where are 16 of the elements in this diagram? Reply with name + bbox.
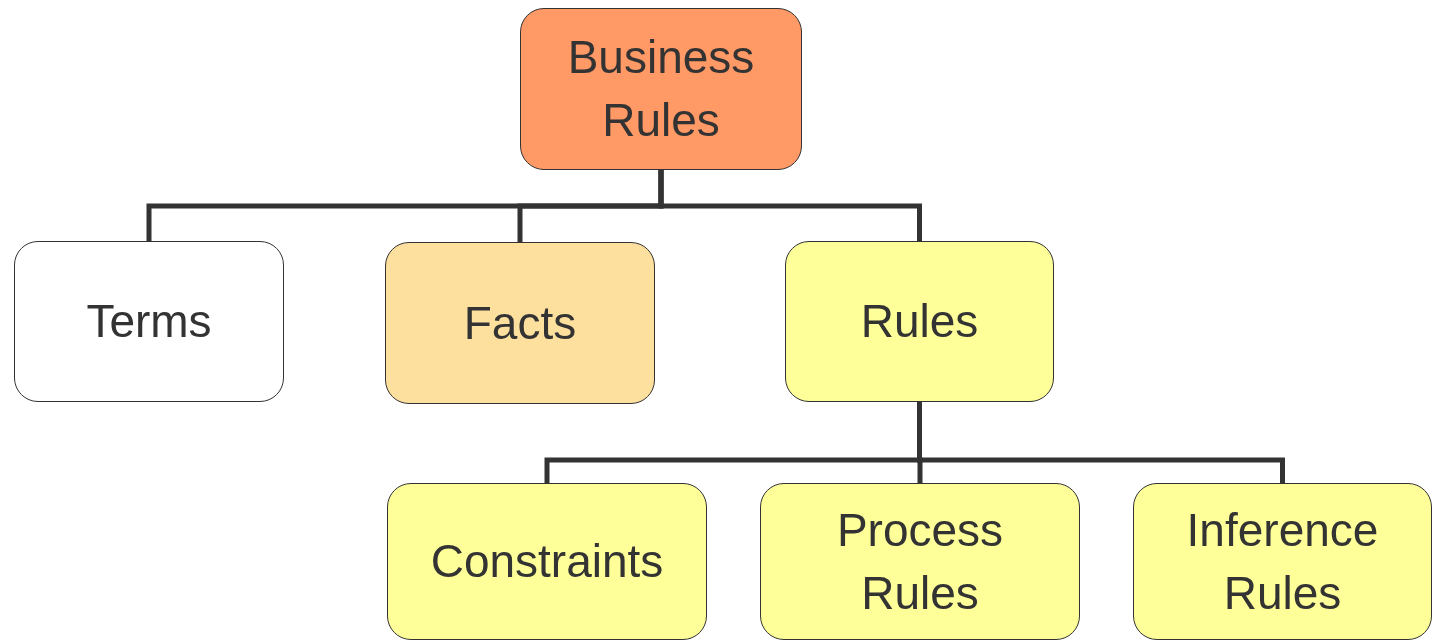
root-box (520, 8, 802, 170)
category-box (14, 241, 284, 402)
category-box (385, 242, 655, 404)
node-label: Inference Rules (1185, 502, 1380, 621)
category-box (1133, 483, 1432, 640)
node-label: Facts (463, 295, 577, 351)
node-label: Process Rules (835, 502, 1005, 621)
category-box (387, 483, 707, 640)
category-box (785, 241, 1054, 402)
node-label: Business Rules (566, 30, 756, 148)
node-label: Constraints (430, 534, 664, 590)
node-label: Rules (860, 294, 979, 350)
connector-line (917, 402, 1285, 483)
category-box (760, 483, 1080, 640)
node-label: Terms (86, 294, 212, 350)
connector-line (658, 170, 922, 241)
